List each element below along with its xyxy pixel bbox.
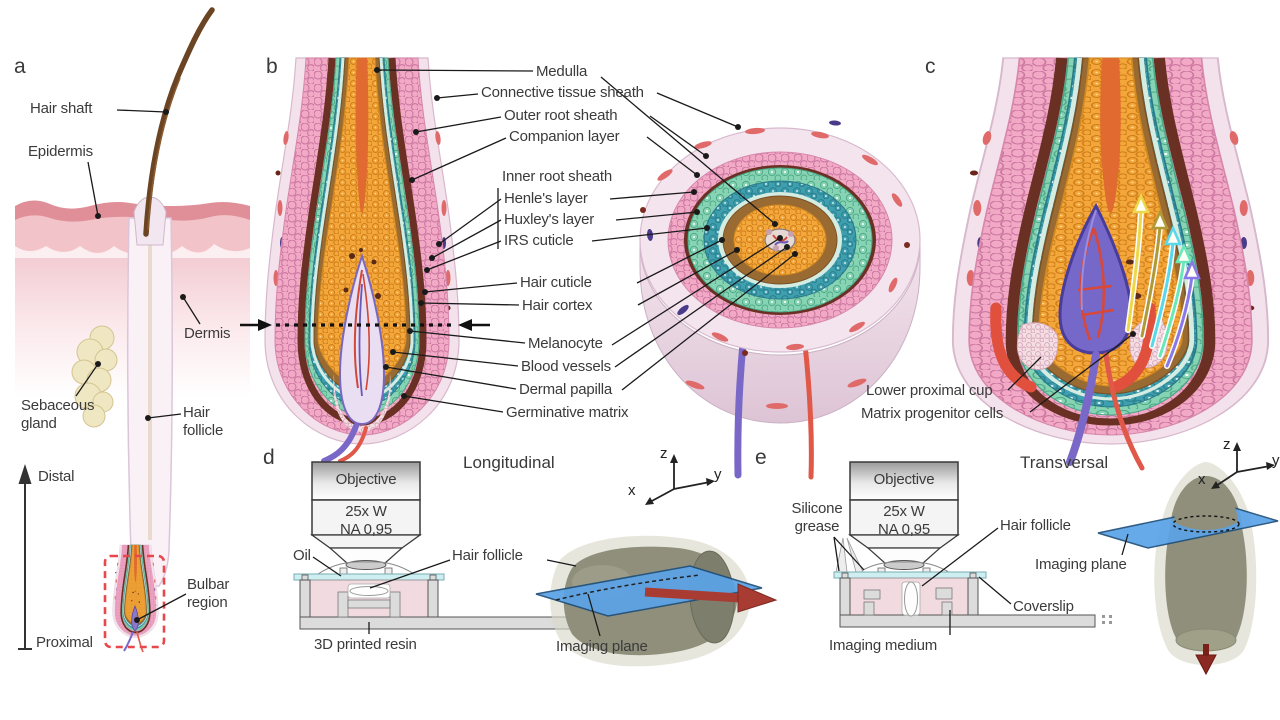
label-bulbar-region: Bulbar region	[187, 576, 230, 612]
label-melanocyte: Melanocyte	[528, 335, 603, 352]
panel-b-bulb-illustration	[265, 58, 459, 464]
axis-y-d: y	[714, 466, 722, 483]
label-hair-cortex: Hair cortex	[522, 297, 593, 314]
axis-x-e: x	[1198, 471, 1206, 488]
title-longitudinal: Longitudinal	[463, 453, 555, 472]
label-blood-vessels: Blood vessels	[521, 358, 611, 375]
title-transversal: Transversal	[1020, 453, 1109, 472]
label-hair-follicle-d: Hair follicle	[452, 547, 523, 564]
label-outer-root-sheath: Outer root sheath	[504, 107, 618, 124]
panel-a-illustration	[15, 7, 250, 653]
label-hair-follicle-a: Hair follicle	[183, 404, 224, 440]
label-huxleys-layer: Huxley's layer	[504, 211, 595, 228]
axis-x-d: x	[628, 482, 636, 499]
panel-letter-b: b	[266, 55, 278, 78]
axis-y-e: y	[1272, 452, 1280, 469]
label-medulla: Medulla	[536, 63, 588, 80]
silicone-grease-blob	[835, 537, 848, 573]
label-3d-printed-resin: 3D printed resin	[314, 636, 417, 653]
label-hair-cuticle: Hair cuticle	[520, 274, 592, 291]
label-proximal: Proximal	[36, 634, 93, 651]
hair-follicle-sample-e	[904, 581, 918, 617]
axis-z-d: z	[660, 445, 668, 462]
label-objective-specs-e: 25x W NA 0,95	[878, 503, 930, 539]
panel-letter-e: e	[755, 446, 767, 469]
panel-c-bulb-illustration	[953, 58, 1268, 471]
panel-d-illustration	[293, 454, 778, 667]
bulbar-region-box	[103, 554, 166, 649]
label-connective-tissue-sheath: Connective tissue sheath	[481, 84, 644, 101]
leader-dots	[95, 67, 1136, 623]
label-inner-root-sheath: Inner root sheath	[502, 168, 613, 185]
label-companion-layer: Companion layer	[509, 128, 620, 145]
distal-proximal-axis	[18, 482, 32, 650]
label-hair-follicle-e: Hair follicle	[1000, 517, 1071, 534]
panel-letter-d: d	[263, 446, 275, 469]
label-oil: Oil	[293, 547, 311, 564]
section-plane-marker	[240, 319, 490, 331]
label-irs-cuticle: IRS cuticle	[504, 232, 574, 249]
migration-arrows	[1125, 207, 1195, 369]
leader-lines	[75, 69, 1134, 637]
label-dermal-papilla: Dermal papilla	[519, 381, 613, 398]
panel-letter-c: c	[925, 55, 936, 78]
label-dermis: Dermis	[184, 325, 231, 342]
label-hair-shaft: Hair shaft	[30, 100, 93, 117]
direction-arrow-e	[1195, 654, 1217, 676]
panel-letter-a: a	[14, 55, 26, 78]
panel-b-cross-section-illustration	[639, 120, 921, 480]
label-imaging-medium: Imaging medium	[829, 637, 938, 654]
label-distal: Distal	[38, 468, 75, 485]
label-objective-e: Objective	[873, 471, 935, 488]
label-epidermis: Epidermis	[28, 143, 93, 160]
label-lower-proximal-cup: Lower proximal cup	[866, 382, 993, 399]
label-matrix-progenitor-cells: Matrix progenitor cells	[861, 405, 1004, 422]
axes-d	[649, 460, 711, 503]
axes-e	[1215, 448, 1271, 487]
label-germinative-matrix: Germinative matrix	[506, 404, 629, 421]
hair-follicle-sample-d	[349, 586, 389, 596]
direction-arrow-d	[737, 583, 778, 613]
label-silicone-grease: Silicone grease	[791, 500, 843, 536]
axis-z-e: z	[1223, 436, 1231, 453]
coverslip-d	[293, 573, 445, 581]
coverslip-e	[833, 571, 987, 579]
label-imaging-plane-d: Imaging plane	[556, 638, 648, 655]
label-henles-layer: Henle's layer	[504, 190, 588, 207]
label-coverslip: Coverslip	[1013, 598, 1074, 615]
label-sebaceous-gland: Sebaceous gland	[21, 397, 95, 433]
panel-e-illustration	[833, 442, 1279, 676]
label-objective-specs-d: 25x W NA 0,95	[340, 503, 392, 539]
label-imaging-plane-e: Imaging plane	[1035, 556, 1127, 573]
label-objective-d: Objective	[335, 471, 397, 488]
